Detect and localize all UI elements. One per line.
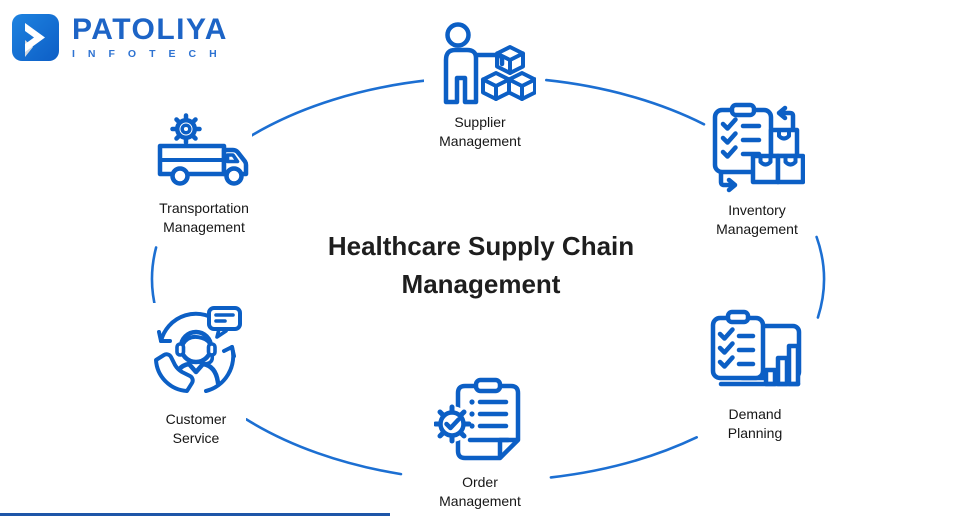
node-label-line1: Customer: [165, 411, 227, 427]
node-label-line2: Service: [172, 430, 220, 446]
arc-demand-order: [549, 436, 698, 479]
arc-transportation-supplier: [249, 78, 431, 138]
arc-inventory-demand: [815, 235, 826, 319]
node-label-line2: Management: [439, 493, 521, 509]
node-label-line2: Management: [163, 219, 245, 235]
brand-subtitle: INFOTECH: [72, 48, 230, 60]
node-label-line1: Inventory: [728, 202, 786, 218]
diagram-title: Healthcare Supply Chain Management: [251, 227, 711, 303]
node-label: Customer Service: [166, 410, 227, 448]
node-customer-service: Customer Service: [146, 303, 246, 448]
node-label-line2: Management: [439, 133, 521, 149]
node-label: Order Management: [439, 473, 521, 511]
diagram-title-line2: Management: [401, 269, 561, 299]
node-demand-planning: Demand Planning: [707, 306, 803, 443]
node-label: Supplier Management: [439, 113, 521, 151]
node-label-line2: Planning: [727, 425, 783, 441]
node-inventory-management: Inventory Management: [709, 102, 805, 239]
clipboard-bar-chart-icon: [710, 309, 802, 387]
person-with-boxes-icon: [443, 22, 536, 105]
clipboard-boxes-arrows-icon: [712, 102, 805, 193]
brand-logo: PATOLIYA INFOTECH: [12, 14, 230, 61]
node-label-line1: Order: [462, 474, 498, 490]
node-supplier-management: Supplier Management: [424, 22, 536, 151]
arc-supplier-inventory: [545, 78, 706, 126]
node-label-line1: Demand: [728, 406, 782, 422]
diagram-title-line1: Healthcare Supply Chain: [327, 231, 635, 261]
arc-order-customer: [245, 418, 403, 476]
bottom-accent-bar: [0, 513, 390, 516]
logo-mark-icon: [12, 14, 59, 61]
node-label: Inventory Management: [716, 201, 798, 239]
headset-agent-icon: [154, 306, 242, 393]
node-label: Transportation Management: [159, 199, 249, 237]
brand-name: PATOLIYA: [72, 13, 228, 46]
node-label: Demand Planning: [728, 405, 783, 443]
node-transportation-management: Transportation Management: [156, 108, 252, 237]
node-order-management: Order Management: [434, 376, 526, 511]
clipboard-gear-check-icon: [434, 377, 521, 461]
node-label-line1: Supplier: [454, 114, 506, 130]
node-label-line2: Management: [716, 221, 798, 237]
node-label-line1: Transportation: [159, 200, 249, 216]
arc-customer-transportation: [150, 246, 158, 312]
truck-gear-icon: [157, 113, 249, 186]
